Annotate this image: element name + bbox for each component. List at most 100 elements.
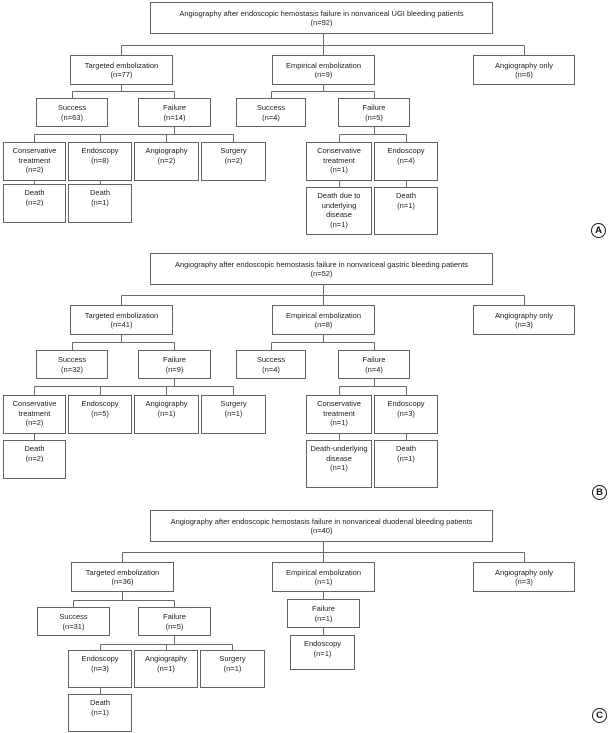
node-label: Surgery bbox=[220, 399, 247, 408]
node-count: (n=5) bbox=[91, 408, 109, 418]
node-count: (n=6) bbox=[515, 70, 533, 79]
node-death-underlying-disease: Death-underlying disease (n=1) bbox=[306, 440, 372, 488]
node-failure: Failure (n=5) bbox=[338, 98, 410, 127]
node-count: (n=40) bbox=[310, 526, 333, 535]
node-title-ugi: Angiography after endoscopic hemostasis … bbox=[150, 2, 493, 34]
node-failure: Failure (n=9) bbox=[138, 350, 211, 379]
node-empirical-embolization: Empirical embolization (n=1) bbox=[272, 562, 375, 592]
node-targeted-embolization: Targeted embolization (n=36) bbox=[71, 562, 174, 592]
node-count: (n=31) bbox=[62, 621, 85, 631]
node-count: (n=41) bbox=[110, 320, 133, 329]
node-count: (n=2) bbox=[25, 197, 44, 207]
node-label: Failure bbox=[163, 355, 186, 364]
node-endoscopy: Endoscopy (n=5) bbox=[68, 395, 132, 434]
node-death: Death (n=2) bbox=[3, 440, 66, 479]
node-label: Success bbox=[57, 103, 87, 112]
node-label: Success bbox=[57, 355, 87, 364]
node-count: (n=14) bbox=[163, 112, 186, 122]
node-count: (n=1) bbox=[313, 648, 332, 658]
node-label: Success bbox=[59, 612, 88, 621]
node-label: Death bbox=[395, 444, 416, 453]
node-endoscopy: Endoscopy (n=8) bbox=[68, 142, 132, 181]
node-count: (n=1) bbox=[157, 663, 175, 673]
node-label: Death due to underlying disease bbox=[317, 191, 361, 219]
node-empirical-embolization: Empirical embolization (n=8) bbox=[272, 305, 375, 335]
node-death-underlying-disease: Death due to underlying disease (n=1) bbox=[306, 187, 372, 235]
node-death: Death (n=1) bbox=[68, 184, 132, 223]
node-death: Death (n=1) bbox=[374, 440, 438, 488]
node-label: Angiography after endoscopic hemostasis … bbox=[174, 259, 469, 269]
node-count: (n=1) bbox=[314, 613, 333, 623]
node-label: Targeted embolization bbox=[84, 60, 159, 70]
node-count: (n=5) bbox=[165, 621, 184, 631]
node-count: (n=92) bbox=[310, 18, 333, 27]
node-conservative-treatment: Conservative treatment (n=1) bbox=[306, 142, 372, 181]
panel-label-c: C bbox=[592, 708, 607, 723]
node-count: (n=9) bbox=[314, 70, 333, 79]
node-failure: Failure (n=14) bbox=[138, 98, 211, 127]
node-count: (n=2) bbox=[157, 155, 176, 165]
node-failure: Failure (n=4) bbox=[338, 350, 410, 379]
node-label: Death bbox=[89, 698, 110, 707]
node-label: Conservative treatment bbox=[317, 399, 361, 418]
node-count: (n=52) bbox=[310, 269, 333, 278]
node-count: (n=8) bbox=[314, 320, 333, 329]
node-count: (n=3) bbox=[91, 663, 109, 673]
node-label: Death bbox=[24, 444, 45, 453]
node-conservative-treatment: Conservative treatment (n=1) bbox=[306, 395, 372, 434]
panel-label-a: A bbox=[591, 223, 606, 238]
node-death: Death (n=1) bbox=[374, 187, 438, 235]
node-success: Success (n=63) bbox=[36, 98, 108, 127]
node-count: (n=32) bbox=[61, 364, 83, 374]
node-count: (n=1) bbox=[330, 418, 348, 427]
node-targeted-embolization: Targeted embolization (n=77) bbox=[70, 55, 173, 85]
node-endoscopy: Endoscopy (n=3) bbox=[68, 650, 132, 688]
node-label: Success bbox=[256, 103, 286, 112]
node-count: (n=1) bbox=[397, 200, 415, 210]
node-count: (n=2) bbox=[25, 418, 44, 427]
node-label: Endoscopy bbox=[387, 399, 425, 408]
node-label: Empirical embolization bbox=[285, 310, 362, 320]
node-label: Death-underlying disease bbox=[310, 444, 368, 463]
node-count: (n=4) bbox=[365, 364, 383, 374]
node-count: (n=3) bbox=[397, 408, 415, 418]
node-targeted-embolization: Targeted embolization (n=41) bbox=[70, 305, 173, 335]
node-label: Endoscopy bbox=[81, 654, 119, 663]
node-conservative-treatment: Conservative treatment (n=2) bbox=[3, 142, 66, 181]
node-failure: Failure (n=5) bbox=[138, 607, 211, 636]
node-label: Conservative treatment bbox=[12, 146, 57, 165]
node-success: Success (n=32) bbox=[36, 350, 108, 379]
panel-label-b: B bbox=[592, 485, 607, 500]
node-label: Death bbox=[395, 191, 416, 200]
node-count: (n=3) bbox=[515, 577, 533, 586]
node-label: Empirical embolization bbox=[285, 567, 362, 577]
node-label: Surgery bbox=[219, 654, 246, 663]
node-count: (n=2) bbox=[25, 453, 44, 463]
node-label: Success bbox=[256, 355, 286, 364]
node-endoscopy: Endoscopy (n=1) bbox=[290, 635, 355, 670]
node-label: Targeted embolization bbox=[85, 567, 160, 577]
node-label: Conservative treatment bbox=[317, 146, 361, 165]
node-count: (n=8) bbox=[91, 155, 109, 165]
node-count: (n=1) bbox=[224, 408, 243, 418]
node-empirical-embolization: Empirical embolization (n=9) bbox=[272, 55, 375, 85]
node-count: (n=1) bbox=[314, 577, 333, 586]
node-count: (n=4) bbox=[262, 364, 280, 374]
connector-panel-a bbox=[34, 34, 525, 187]
node-label: Conservative treatment bbox=[12, 399, 57, 418]
node-label: Angiography after endoscopic hemostasis … bbox=[170, 516, 473, 526]
node-label: Targeted embolization bbox=[84, 310, 159, 320]
node-count: (n=1) bbox=[91, 197, 109, 207]
node-count: (n=4) bbox=[262, 112, 280, 122]
node-count: (n=2) bbox=[25, 165, 44, 174]
node-count: (n=36) bbox=[111, 577, 134, 586]
node-label: Angiography only bbox=[495, 567, 553, 577]
node-angiography: Angiography (n=1) bbox=[134, 395, 199, 434]
node-death: Death (n=1) bbox=[68, 694, 132, 732]
node-death: Death (n=2) bbox=[3, 184, 66, 223]
node-count: (n=5) bbox=[365, 112, 383, 122]
node-label: Failure bbox=[312, 604, 335, 613]
node-angiography-only: Angiography only (n=3) bbox=[473, 562, 575, 592]
node-count: (n=1) bbox=[330, 463, 348, 472]
node-angiography: Angiography (n=2) bbox=[134, 142, 199, 181]
